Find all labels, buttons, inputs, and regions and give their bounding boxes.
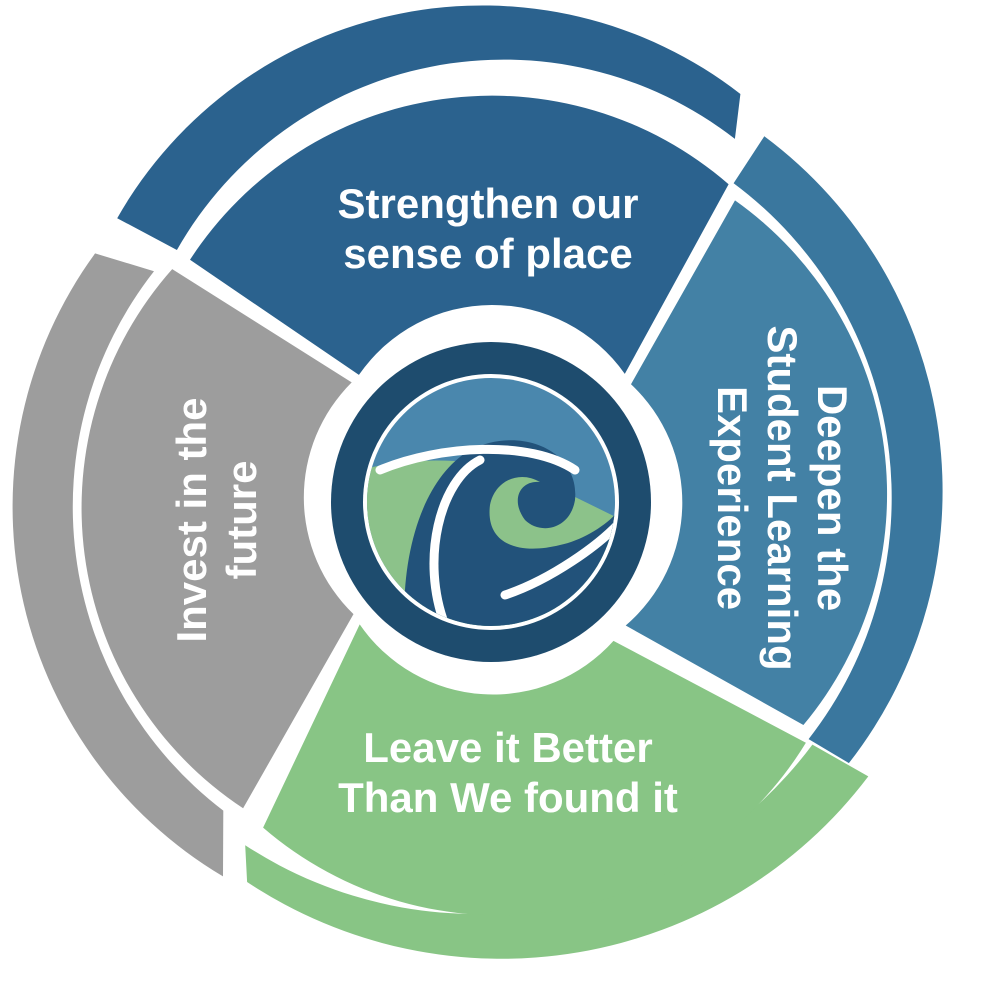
- segment-top-line2: sense of place: [343, 230, 632, 277]
- segment-top-label: Strengthen our sense of place: [338, 180, 639, 277]
- segment-top: [190, 95, 729, 375]
- segment-right-line3: Experience: [709, 386, 756, 610]
- segment-top-line1: Strengthen our: [338, 180, 639, 227]
- wave-logo-icon: [331, 342, 651, 662]
- segment-right: [625, 200, 888, 725]
- segment-bottom-line2: Than We found it: [338, 774, 678, 821]
- outer-ring-right: [733, 136, 943, 764]
- segment-left-label: Invest in the future: [168, 397, 265, 642]
- segment-right-line1: Deepen the: [809, 385, 856, 611]
- segment-left-line1: Invest in the: [168, 397, 215, 642]
- segment-bottom: [263, 624, 806, 916]
- segment-left-line2: future: [218, 461, 265, 580]
- segment-bottom-line1: Leave it Better: [363, 724, 652, 771]
- outer-ring-bottom: [245, 744, 869, 959]
- segment-right-line2: Student Learning: [759, 325, 806, 670]
- outer-ring-top: [117, 5, 741, 251]
- segment-right-label: Deepen the Student Learning Experience: [709, 325, 856, 670]
- segment-bottom-label: Leave it Better Than We found it: [338, 724, 678, 821]
- outer-ring-left: [12, 253, 224, 877]
- segment-left: [81, 269, 354, 809]
